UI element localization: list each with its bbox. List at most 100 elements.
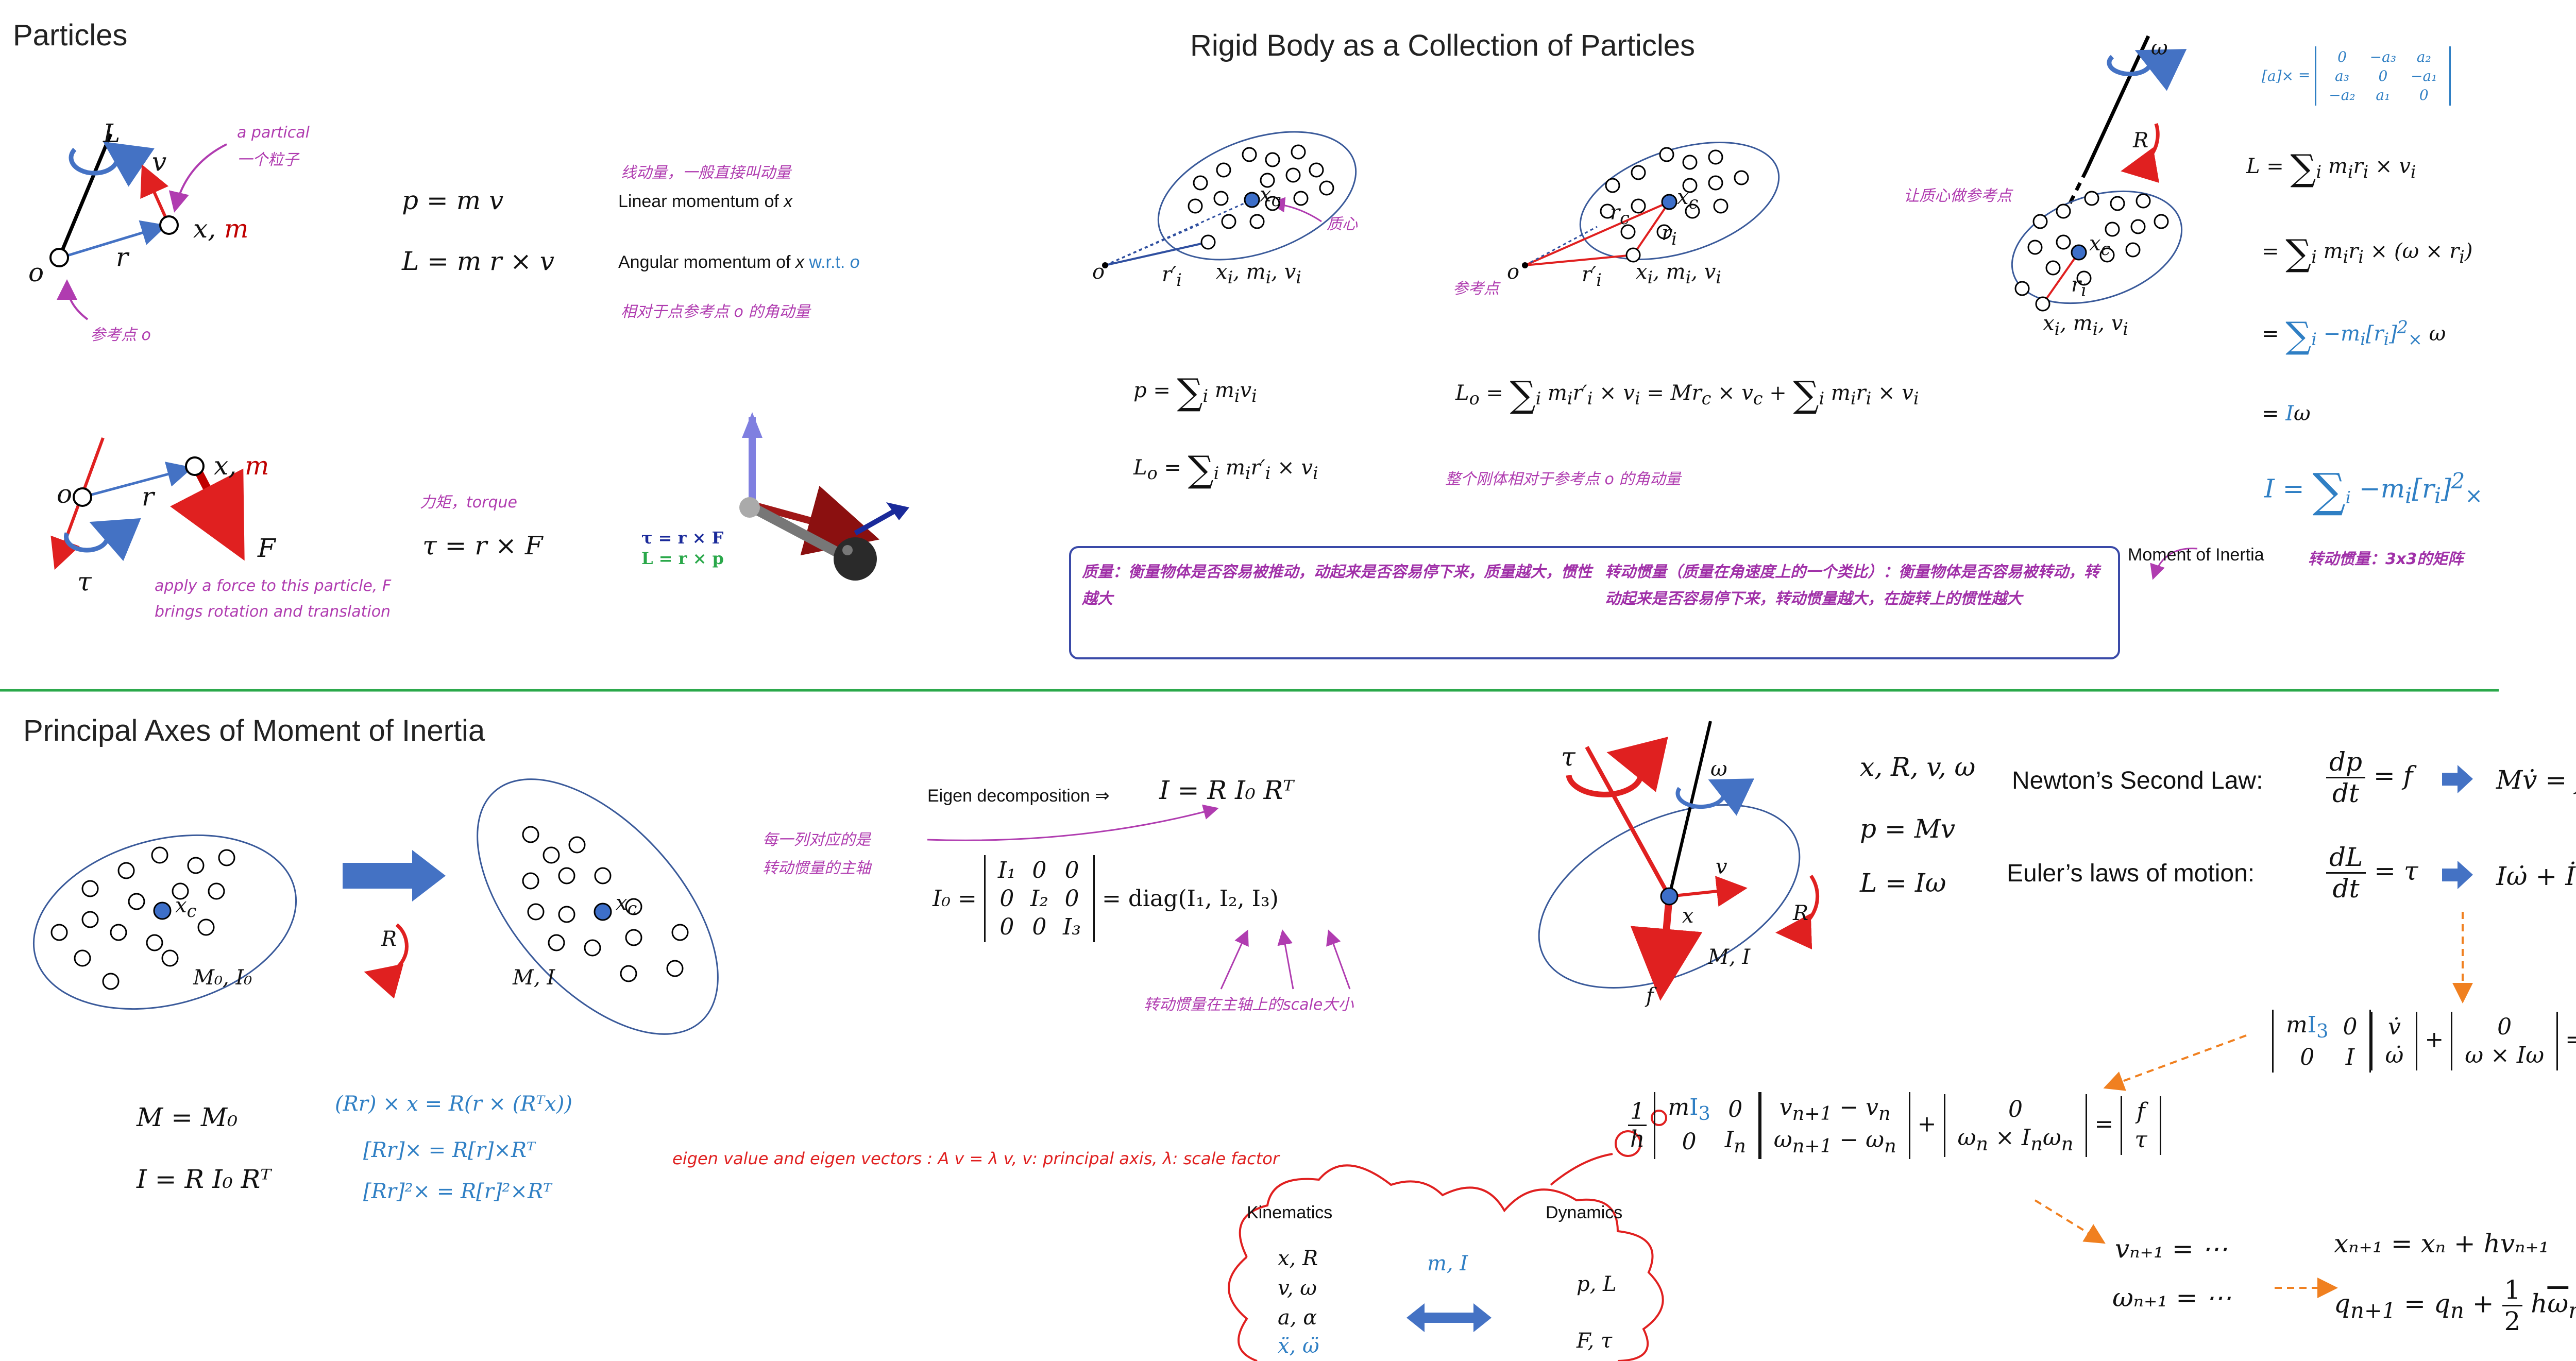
note-center: 质心 xyxy=(1327,215,1358,233)
box-mass-text: 质量：衡量物体是否容易被推动，动起来是否容易停下来，质量越大，惯性越大 xyxy=(1082,563,1592,608)
rigid-title: Rigid Body as a Collection of Particles xyxy=(1190,29,1696,62)
torque-label-x: x, m xyxy=(214,451,269,481)
particle-diagram-top xyxy=(49,133,227,320)
update-q: qn+1 = qn + 12 hωn+1q xyxy=(2334,1275,2576,1336)
e2-xc: xc xyxy=(1677,185,1699,213)
eq-rigid-Lo-expanded: Lo = ∑i mir′i × vi = Mrc × vc + ∑i miri … xyxy=(1455,373,1919,416)
torque-label-r: r xyxy=(142,482,154,512)
e2-rc: rc xyxy=(1610,201,1630,228)
e1-o: o xyxy=(1092,260,1105,284)
principal-ellipse-left-particles xyxy=(50,846,235,990)
text-angular-momentum: Angular momentum of x w.r.t. o xyxy=(618,252,860,272)
eq-I-RI0RT-2: I = R I₀ Rᵀ xyxy=(137,1164,272,1194)
blue-identity-1: (Rr) × x = R(r × (Rᵀx)) xyxy=(335,1092,572,1116)
rigid-body-ellipse-2 xyxy=(1522,142,1780,268)
update-v: vₙ₊₁ = ⋯ xyxy=(2115,1234,2228,1264)
update-x: xₙ₊₁ = xₙ + hvₙ₊₁ xyxy=(2334,1229,2549,1258)
cloud-dynamics: Dynamics xyxy=(1546,1203,1623,1222)
eq-I-RI0RT: I = R I₀ Rᵀ xyxy=(1159,775,1294,805)
dynamics-body xyxy=(1538,721,1820,1001)
label-L: L xyxy=(103,118,121,148)
rigid-body-ellipse-3-particles xyxy=(2014,191,2169,312)
cloud-mid: m, I xyxy=(1427,1252,1468,1275)
blue-identity-3: [Rr]²× = R[r]²×Rᵀ xyxy=(363,1180,552,1203)
note-force-2: brings rotation and translation xyxy=(155,603,391,621)
dyn-MI: M, I xyxy=(1708,945,1751,969)
e3-omega: ω xyxy=(2151,36,2168,60)
rigid-body-ellipse-1-particles xyxy=(1188,144,1334,250)
note-torque: 力矩，torque xyxy=(420,494,517,512)
dyn-omega: ω xyxy=(1710,757,1727,781)
label-tau: τ xyxy=(77,567,92,597)
label-r: r xyxy=(116,242,128,272)
label-o: o xyxy=(28,258,44,287)
euler-label: Euler’s laws of motion: xyxy=(2007,860,2255,887)
rotation-arrow-R xyxy=(364,923,409,999)
L-step-4: = Iω xyxy=(2262,402,2311,426)
cloud-k4: ẍ, ω̈ xyxy=(1278,1334,1319,1358)
note-linear-cn: 线动量，一般直接叫动量 xyxy=(621,164,791,182)
update-w: ωₙ₊₁ = ⋯ xyxy=(2112,1283,2232,1313)
concept-box xyxy=(1069,546,2120,659)
legend-tau: τ = r × F xyxy=(641,528,724,548)
rigid-body-ellipse-2-particles xyxy=(1600,147,1749,263)
principal-ellipse-left xyxy=(32,834,297,1010)
label-v: v xyxy=(152,147,167,177)
note-particle-en: a partical xyxy=(237,124,310,142)
e3-xmv: xi, mi, vi xyxy=(2043,312,2128,339)
note-Lo: 整个刚体相对于参考点 o 的角动量 xyxy=(1445,470,1681,488)
dyn-f: f xyxy=(1646,984,1654,1008)
note-axis-1: 每一列对应的是 xyxy=(762,831,871,849)
e2-ri: ri xyxy=(1662,222,1677,249)
rigid-body-ellipse-1 xyxy=(1102,131,1357,268)
label-MI: M, I xyxy=(513,966,555,990)
label-M0I0: M₀, I₀ xyxy=(193,966,252,990)
e1-ri-prime: r′i xyxy=(1162,263,1182,290)
note-inertia-matrix: 转动惯量：3x3的矩阵 xyxy=(2308,550,2464,568)
cloud-k2: v, ω xyxy=(1278,1277,1317,1300)
cloud-kinematics: Kinematics xyxy=(1247,1203,1333,1222)
euler-rhs: Iω̇ + İω = τ xyxy=(2496,861,2576,891)
legend-L: L = r × p xyxy=(641,549,724,568)
dyn-R: R xyxy=(1793,901,1809,925)
dyn-x: x xyxy=(1682,904,1694,928)
particles-title: Particles xyxy=(13,19,128,52)
particle-diagram-torque xyxy=(50,437,245,570)
dyn-p: p = Mv xyxy=(1860,814,1956,844)
note-angular-cn: 相对于点参考点 o 的角动量 xyxy=(621,303,810,321)
torque-label-o: o xyxy=(57,479,73,509)
e3-R: R xyxy=(2133,129,2149,152)
label-F: F xyxy=(258,533,276,563)
L-step-1: L = ∑i miri × vi xyxy=(2246,147,2416,189)
eigen-decomposition-text: Eigen decomposition ⇒ xyxy=(927,786,1110,806)
cloud-k1: x, R xyxy=(1278,1247,1318,1270)
dyn-state: x, R, v, ω xyxy=(1860,752,1976,782)
cloud-k3: a, α xyxy=(1278,1306,1317,1330)
cloud-d2: F, τ xyxy=(1577,1329,1613,1353)
note-particle-cn: 一个粒子 xyxy=(237,151,299,169)
label-x: x, m xyxy=(193,214,249,244)
label-R-principal: R xyxy=(381,927,397,951)
I-definition: I = ∑i −mi[ri]2× xyxy=(2264,464,2483,518)
principal-title: Principal Axes of Moment of Inertia xyxy=(23,714,485,747)
dyn-tau: τ xyxy=(1561,742,1575,772)
arrow-newton xyxy=(2442,765,2473,793)
note-ref-point: 参考点 xyxy=(1453,280,1499,298)
e3-ri: ri xyxy=(2071,273,2087,300)
eigen-note: eigen value and eigen vectors : A v = λ … xyxy=(672,1149,1279,1168)
rigid-body-ellipse-3 xyxy=(2011,35,2187,305)
e2-o: o xyxy=(1507,260,1520,284)
note-scale: 转动惯量在主轴上的scale大小 xyxy=(1144,996,1354,1014)
torque-3d-illustration xyxy=(739,412,909,581)
newton-rhs: Mv̇ = f xyxy=(2496,765,2576,795)
newton-label: Newton’s Second Law: xyxy=(2012,767,2263,794)
e3-xc: xc xyxy=(2089,232,2111,259)
note-com-ref: 让质心做参考点 xyxy=(1904,187,2012,205)
eq-L-mrv: L = m r × v xyxy=(402,246,555,276)
e1-xmv: xi, mi, vi xyxy=(1216,260,1301,287)
